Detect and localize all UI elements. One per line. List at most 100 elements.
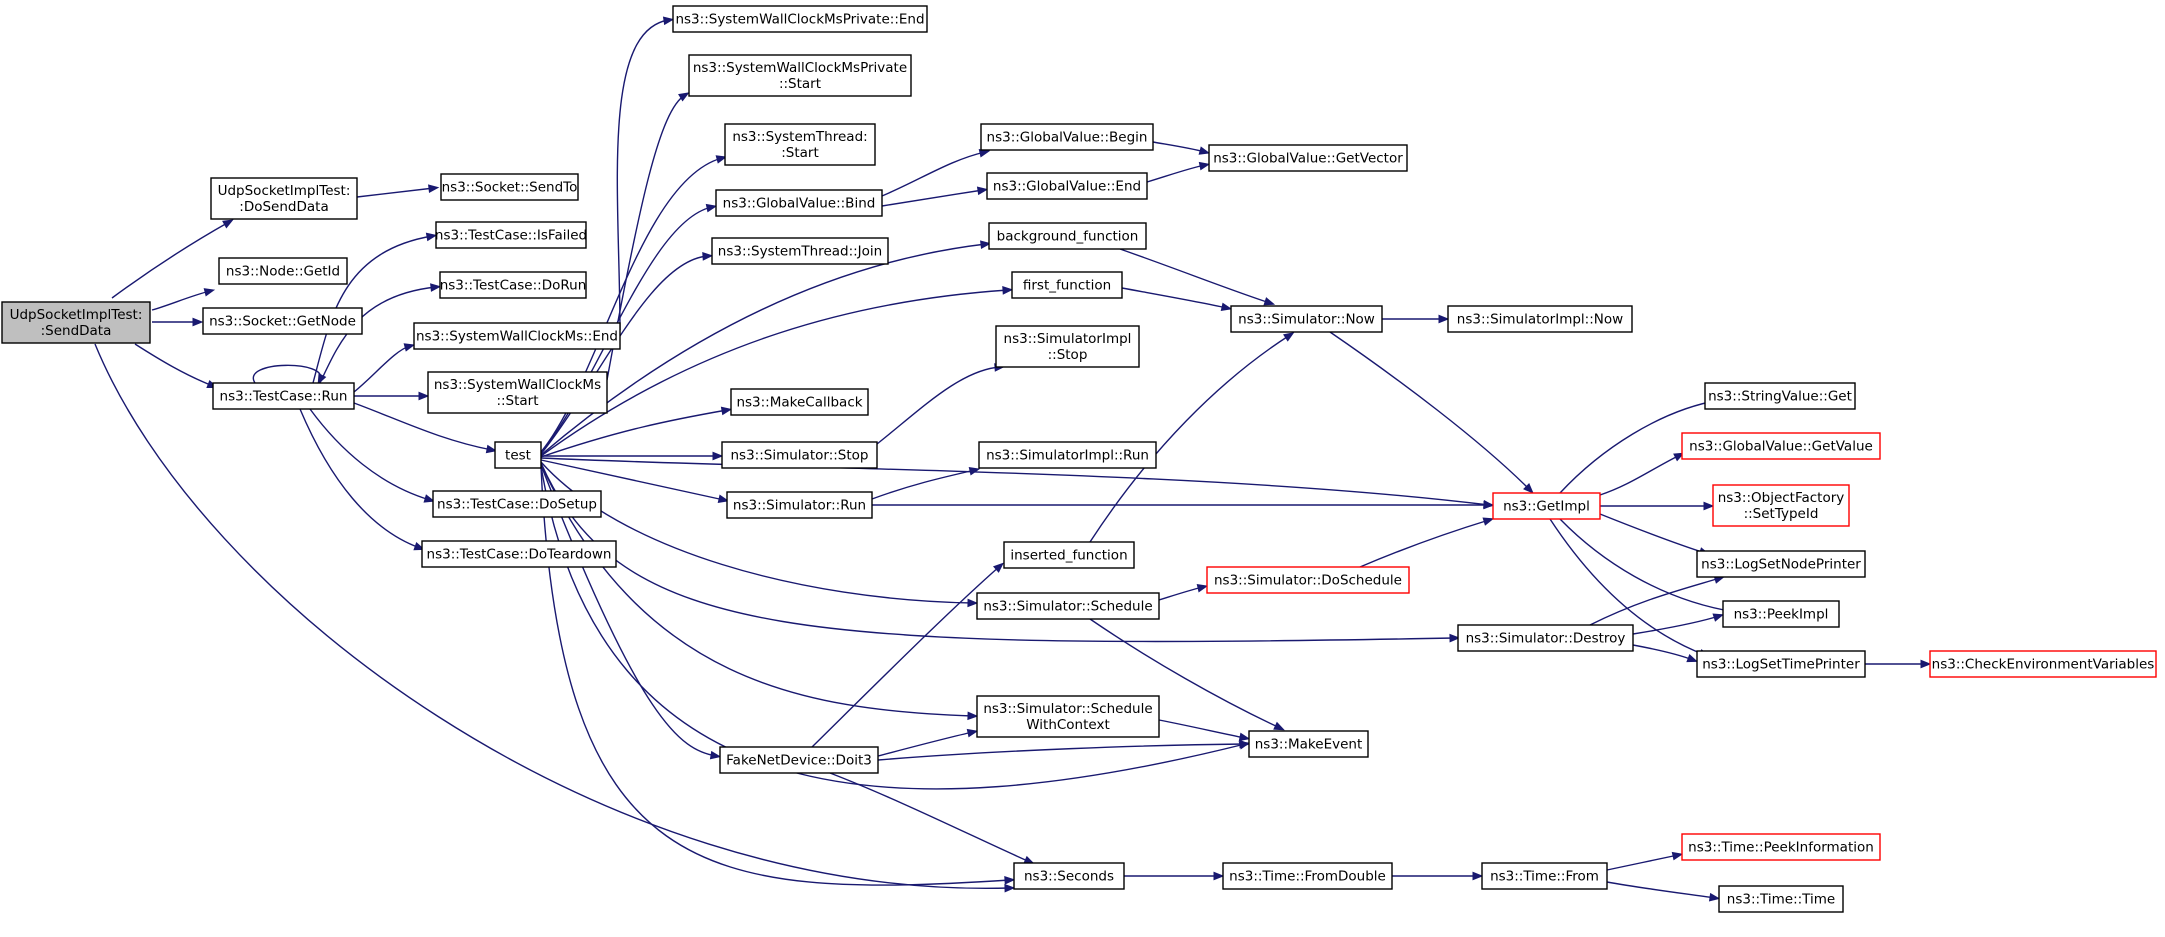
node-lsnp[interactable]: ns3::LogSetNodePrinter [1696,550,1866,578]
node-box [1704,382,1856,410]
node-gimpl[interactable]: ns3::GetImpl [1492,492,1601,520]
node-box [672,5,928,33]
edge-test-to-sts [540,157,723,453]
node-label: ns3::SystemWallClockMsPrivate [693,60,907,76]
node-label: ns3::Simulator::DoSchedule [1214,573,1402,589]
node-sec[interactable]: ns3::Seconds [1013,862,1125,890]
node-tfd[interactable]: ns3::Time::FromDouble [1222,862,1393,890]
edge-gimpl-to-lsnp [1599,513,1706,554]
node-ofst[interactable]: ns3::ObjectFactory::SetTypeId [1712,484,1850,527]
node-box [719,746,879,774]
arrowhead-test-to-ssch [967,598,979,608]
node-label: ns3::Simulator::Stop [731,448,869,464]
node-label: ns3::TestCase::DoRun [440,278,587,294]
node-box [976,592,1160,620]
node-tpi[interactable]: ns3::Time::PeekInformation [1681,833,1881,861]
node-label: ns3::Simulator::Now [1238,312,1375,328]
edge-fnd-to-sswc [877,731,974,757]
node-box [724,123,876,166]
node-sdsch[interactable]: ns3::Simulator::DoSchedule [1206,566,1410,594]
node-label: ns3::SystemWallClockMs::End [416,329,618,345]
node-stj[interactable]: ns3::SystemThread::Join [711,237,889,265]
node-label: ns3::GlobalValue::GetValue [1689,439,1873,455]
node-box [980,123,1154,151]
arrowhead-sswc-to-mev [1238,732,1251,742]
edge-sd-to-dsd [111,221,230,299]
edge-gvb-to-gve [881,189,984,207]
node-box [427,371,608,414]
node-svg[interactable]: ns3::StringValue::Get [1704,382,1856,410]
node-lstp[interactable]: ns3::LogSetTimePrinter [1696,650,1866,678]
node-ff[interactable]: first_function [1011,271,1123,299]
node-label: ::Start [779,76,821,92]
node-gvgval[interactable]: ns3::GlobalValue::GetValue [1681,432,1881,460]
node-sistop[interactable]: ns3::SimulatorImpl::Stop [995,325,1140,368]
node-tcdr[interactable]: ns3::TestCase::DoRun [439,271,587,299]
edge-tcr-to-tcr [252,364,322,384]
node-sst[interactable]: ns3::Simulator::Stop [721,441,878,469]
node-label: ns3::LogSetTimePrinter [1702,657,1860,673]
edge-tcr-to-test [353,402,493,451]
node-tcr[interactable]: ns3::TestCase::Run [212,382,355,410]
node-box [978,441,1157,469]
node-pimpl[interactable]: ns3::PeekImpl [1722,600,1840,628]
arrowhead-dsd-to-ssto [428,184,440,193]
node-box [1011,271,1123,299]
node-tcdt[interactable]: ns3::TestCase::DoTeardown [421,540,617,568]
node-gvgv[interactable]: ns3::GlobalValue::GetVector [1208,144,1408,172]
node-label: background_function [997,229,1139,245]
node-bgf[interactable]: background_function [988,222,1147,250]
edge-ff-to-snow [1121,287,1228,309]
node-sinow[interactable]: ns3::SimulatorImpl::Now [1447,305,1633,333]
node-label: ns3::SimulatorImpl [1004,331,1132,347]
node-gvbg[interactable]: ns3::GlobalValue::Begin [980,123,1154,151]
arrowhead-sdes-to-pimpl [1712,613,1725,622]
node-sirun[interactable]: ns3::SimulatorImpl::Run [978,441,1157,469]
edge-test-to-stj [540,255,709,455]
node-cenv[interactable]: ns3::CheckEnvironmentVariables [1929,650,2157,678]
node-mcb[interactable]: ns3::MakeCallback [730,388,869,416]
node-ssto[interactable]: ns3::Socket::SendTo [440,173,579,201]
node-gve[interactable]: ns3::GlobalValue::End [986,172,1148,200]
node-ngid[interactable]: ns3::Node::GetId [218,257,348,285]
node-srun[interactable]: ns3::Simulator::Run [726,491,873,519]
node-tfr[interactable]: ns3::Time::From [1481,862,1608,890]
node-tcds[interactable]: ns3::TestCase::DoSetup [432,490,602,518]
node-box [494,441,542,469]
node-box [976,695,1160,738]
node-test[interactable]: test [494,441,542,469]
arrowhead-snow-to-gimpl [1523,483,1534,494]
node-gvb[interactable]: ns3::GlobalValue::Bind [715,189,883,217]
node-label: :Start [781,145,819,161]
node-box [986,172,1148,200]
node-sdes[interactable]: ns3::Simulator::Destroy [1457,624,1634,652]
arrowhead-ssch-to-sdsch [1196,584,1209,593]
node-box [421,540,617,568]
node-ttime[interactable]: ns3::Time::Time [1718,885,1844,913]
node-sd[interactable]: UdpSocketImplTest::SendData [1,301,151,344]
node-label: ns3::SystemWallClockMsPrivate::End [675,12,924,28]
node-swe[interactable]: ns3::SystemWallClockMs::End [413,322,621,350]
node-label: ns3::MakeEvent [1255,737,1363,753]
node-dsd[interactable]: UdpSocketImplTest::DoSendData [210,177,358,220]
node-sts[interactable]: ns3::SystemThread::Start [724,123,876,166]
arrowhead-tcr-to-sws [418,391,430,401]
node-tcf[interactable]: ns3::TestCase::IsFailed [435,221,587,249]
node-swpe[interactable]: ns3::SystemWallClockMsPrivate::End [672,5,928,33]
arrowhead-tcr-to-swe [403,343,416,352]
node-box [212,382,355,410]
edge-test-to-srun [540,459,725,501]
arrowhead-test-to-gvb [705,203,718,213]
node-label: ns3::PeekImpl [1734,607,1829,623]
arrowhead-test-to-bgf [980,240,992,249]
node-inf[interactable]: inserted_function [1003,541,1135,569]
node-fnd[interactable]: FakeNetDevice::Doit3 [719,746,879,774]
node-swps[interactable]: ns3::SystemWallClockMsPrivate::Start [688,54,912,97]
node-sgn[interactable]: ns3::Socket::GetNode [202,307,363,335]
node-label: ns3::SimulatorImpl::Run [986,448,1149,464]
node-snow[interactable]: ns3::Simulator::Now [1230,305,1383,333]
node-mev[interactable]: ns3::MakeEvent [1248,730,1369,758]
node-sws[interactable]: ns3::SystemWallClockMs::Start [427,371,608,414]
node-ssch[interactable]: ns3::Simulator::Schedule [976,592,1160,620]
